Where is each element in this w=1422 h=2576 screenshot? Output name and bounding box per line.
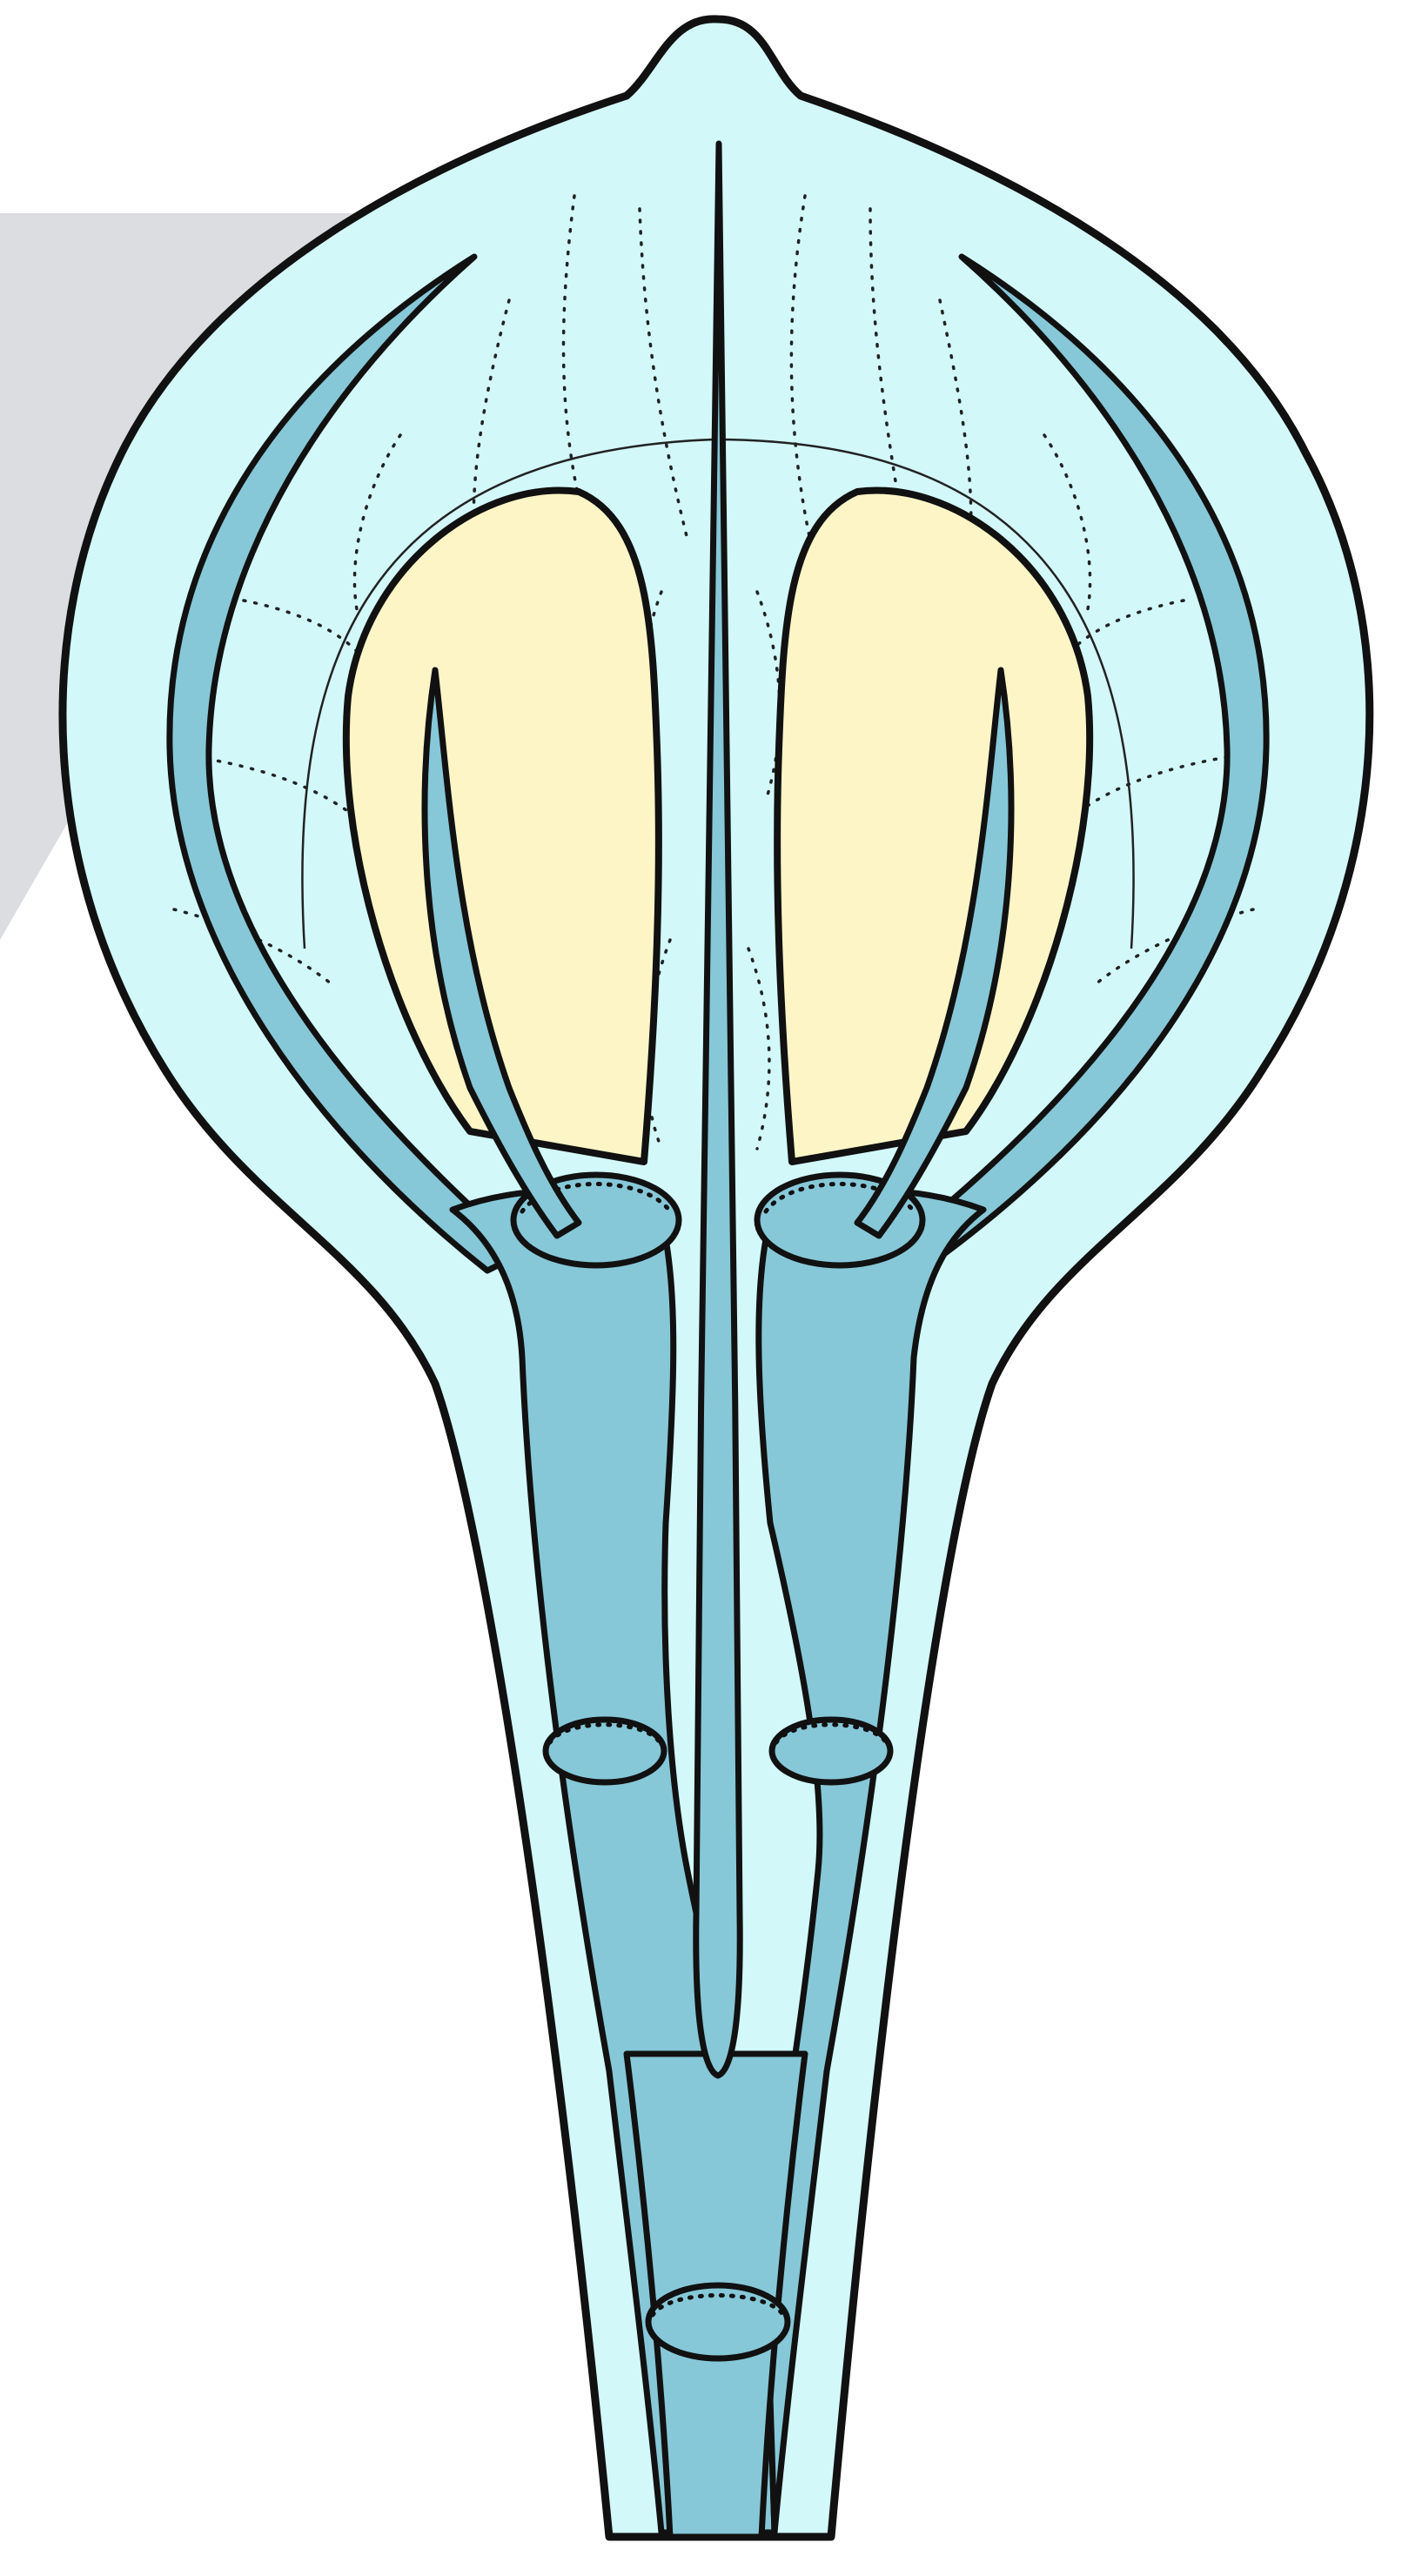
- opening-lower: [648, 2285, 788, 2358]
- opening-left-middle: [546, 1720, 664, 1782]
- opening-right-middle: [772, 1720, 890, 1782]
